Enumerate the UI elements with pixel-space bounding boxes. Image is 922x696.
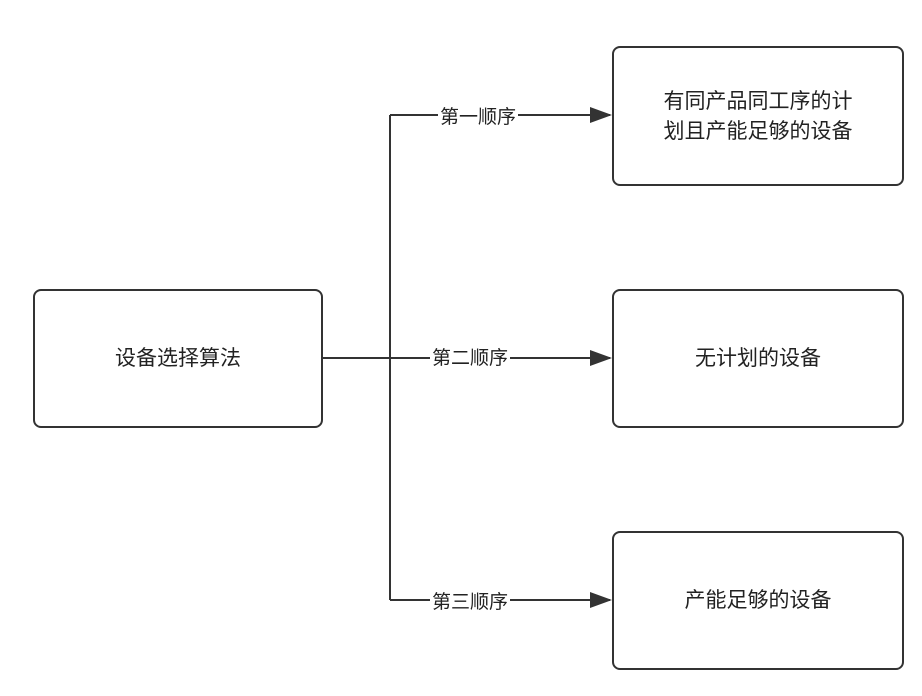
target-node-third-label: 产能足够的设备 xyxy=(685,585,832,615)
edge-label-third: 第三顺序 xyxy=(430,590,510,614)
target-node-first: 有同产品同工序的计 划且产能足够的设备 xyxy=(612,46,904,186)
target-node-second: 无计划的设备 xyxy=(612,289,904,428)
edge-label-first: 第一顺序 xyxy=(438,105,518,129)
root-node-box: 设备选择算法 xyxy=(33,289,323,428)
target-node-second-label: 无计划的设备 xyxy=(695,343,821,373)
target-node-third: 产能足够的设备 xyxy=(612,531,904,670)
root-node-label: 设备选择算法 xyxy=(115,343,241,373)
edge-label-second: 第二顺序 xyxy=(430,346,510,370)
target-node-first-label: 有同产品同工序的计 划且产能足够的设备 xyxy=(664,86,853,147)
